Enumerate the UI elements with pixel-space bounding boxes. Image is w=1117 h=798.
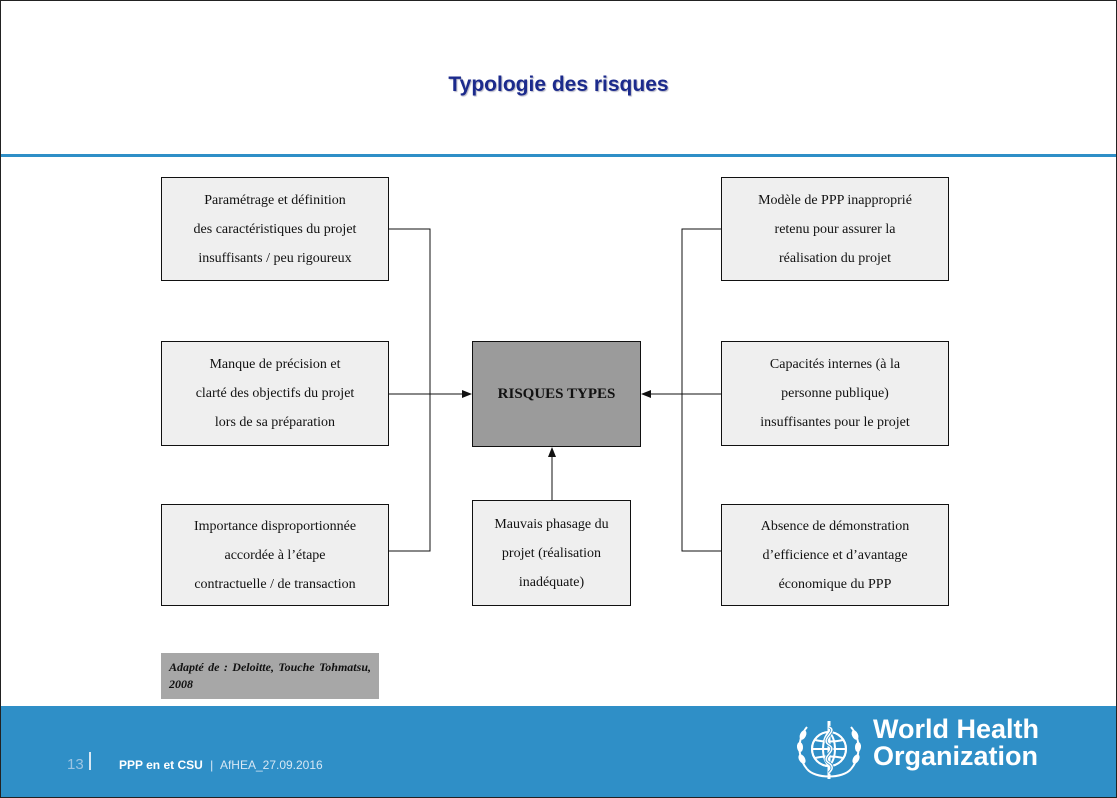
- risk-box-mauvais-phasage: Mauvais phasage du projet (réalisation i…: [472, 500, 631, 606]
- who-emblem-icon: [796, 721, 862, 779]
- who-name-line2: Organization: [873, 741, 1039, 771]
- source-note: Adapté de : Deloitte, Touche Tohmatsu, 2…: [161, 653, 379, 699]
- risk-box-absence-demonstration: Absence de démonstration d’efficience et…: [721, 504, 949, 606]
- footer-separator: |: [210, 758, 214, 772]
- risk-box-label: Absence de démonstration d’efficience et…: [760, 518, 910, 592]
- footer-caption: PPP en et CSU | AfHEA_27.09.2016: [119, 758, 323, 772]
- footer-event: AfHEA_27.09.2016: [219, 758, 323, 772]
- page-number-divider: [89, 752, 91, 770]
- risk-box-label: Capacités internes (à la personne publiq…: [760, 357, 910, 430]
- risk-box-importance-disproportionnee: Importance disproportionnée accordée à l…: [161, 504, 389, 606]
- risk-box-label: Paramétrage et définition des caractéris…: [193, 192, 357, 266]
- risk-box-label: Mauvais phasage du projet (réalisation i…: [494, 516, 609, 590]
- connector-right-bottom: [681, 394, 721, 552]
- connector-left-top: [389, 228, 431, 394]
- page-number: 13: [67, 756, 84, 773]
- risk-box-parametrage: Paramétrage et définition des caractéris…: [161, 177, 389, 281]
- risk-box-label: Importance disproportionnée accordée à l…: [193, 518, 357, 592]
- who-name: World Health Organization: [873, 716, 1039, 770]
- slide-title: Typologie des risques: [448, 73, 669, 96]
- risk-box-capacites-internes: Capacités internes (à la personne publiq…: [721, 341, 949, 446]
- connector-right-top: [681, 228, 721, 394]
- risk-box-modele-ppp: Modèle de PPP inapproprié retenu pour as…: [721, 177, 949, 281]
- risk-box-manque-precision: Manque de précision et clarté des object…: [161, 341, 389, 446]
- title-divider: [1, 154, 1116, 157]
- connector-left-bottom: [389, 394, 431, 552]
- risk-box-label: Modèle de PPP inapproprié retenu pour as…: [758, 192, 912, 266]
- center-box-risques-types: RISQUES TYPES: [472, 341, 641, 447]
- who-name-line1: World Health: [873, 714, 1040, 744]
- footer-bar: 13 PPP en et CSU | AfHEA_27.09.2016: [1, 706, 1116, 797]
- footer-presentation: PPP en et CSU: [119, 758, 203, 772]
- risk-box-label: Manque de précision et clarté des object…: [195, 357, 355, 430]
- center-box-label: RISQUES TYPES: [497, 385, 616, 402]
